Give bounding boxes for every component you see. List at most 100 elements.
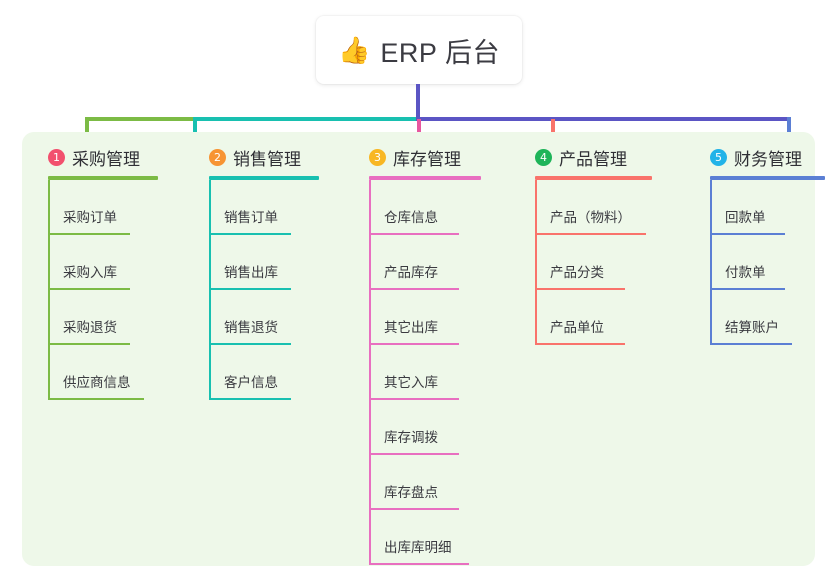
leaf-item[interactable]: 供应商信息 bbox=[35, 345, 201, 400]
leaf-item[interactable]: 产品分类 bbox=[522, 235, 692, 290]
column-5: 5 财务管理回款单付款单结算账户 bbox=[697, 142, 839, 345]
leaf-item[interactable]: 回款单 bbox=[697, 180, 839, 235]
leaf-item-label: 销售出库 bbox=[224, 265, 278, 280]
thumbs-up-icon: 👍 bbox=[338, 35, 371, 65]
column-title-3: 库存管理 bbox=[393, 149, 461, 169]
column-spine-1 bbox=[48, 180, 50, 400]
leaf-item-underline bbox=[209, 398, 291, 400]
column-title-4: 产品管理 bbox=[559, 149, 627, 169]
leaf-item-underline bbox=[369, 233, 459, 235]
leaf-item-underline bbox=[710, 343, 792, 345]
leaf-item-label: 其它入库 bbox=[384, 375, 438, 390]
leaf-item[interactable]: 出库库明细 bbox=[356, 510, 531, 565]
leaf-item-label: 销售订单 bbox=[224, 210, 278, 225]
column-title-2: 销售管理 bbox=[233, 149, 301, 169]
leaf-item-label: 产品库存 bbox=[384, 265, 438, 280]
connector-stem bbox=[416, 84, 420, 117]
column-items-4: 产品（物料） 产品分类产品单位 bbox=[522, 180, 692, 345]
leaf-item-underline bbox=[535, 288, 625, 290]
leaf-item[interactable]: 产品库存 bbox=[356, 235, 531, 290]
column-badge-2: 2 bbox=[209, 148, 226, 166]
leaf-item-label: 库存盘点 bbox=[384, 485, 438, 500]
leaf-item[interactable]: 产品（物料） bbox=[522, 180, 692, 235]
leaf-item[interactable]: 销售退货 bbox=[196, 290, 362, 345]
leaf-item-label: 其它出库 bbox=[384, 320, 438, 335]
column-spine-4 bbox=[535, 180, 537, 345]
leaf-item-label: 采购订单 bbox=[63, 210, 117, 225]
leaf-item[interactable]: 其它入库 bbox=[356, 345, 531, 400]
root-node[interactable]: 👍 ERP 后台 bbox=[316, 16, 522, 84]
leaf-item[interactable]: 库存调拨 bbox=[356, 400, 531, 455]
column-spine-2 bbox=[209, 180, 211, 400]
connector-bar-blue bbox=[416, 117, 791, 121]
column-header-5[interactable]: 5 财务管理 bbox=[697, 142, 839, 172]
connector-bar-teal bbox=[193, 117, 420, 121]
leaf-item[interactable]: 仓库信息 bbox=[356, 180, 531, 235]
leaf-item-underline bbox=[535, 343, 625, 345]
leaf-item-label: 仓库信息 bbox=[384, 210, 438, 225]
column-badge-4: 4 bbox=[535, 148, 552, 166]
leaf-item[interactable]: 结算账户 bbox=[697, 290, 839, 345]
leaf-item-underline bbox=[48, 343, 130, 345]
column-title-5: 财务管理 bbox=[734, 149, 802, 169]
column-3: 3 库存管理仓库信息产品库存其它出库其它入库库存调拨库存盘点出库库明细 bbox=[356, 142, 531, 565]
leaf-item[interactable]: 销售出库 bbox=[196, 235, 362, 290]
root-title: ERP 后台 bbox=[380, 37, 500, 68]
leaf-item[interactable]: 其它出库 bbox=[356, 290, 531, 345]
leaf-item-label: 客户信息 bbox=[224, 375, 278, 390]
leaf-item-label: 产品单位 bbox=[550, 320, 604, 335]
column-header-3[interactable]: 3 库存管理 bbox=[356, 142, 531, 172]
leaf-item[interactable]: 采购退货 bbox=[35, 290, 201, 345]
leaf-item[interactable]: 采购入库 bbox=[35, 235, 201, 290]
column-header-4[interactable]: 4 产品管理 bbox=[522, 142, 692, 172]
column-header-2[interactable]: 2 销售管理 bbox=[196, 142, 362, 172]
leaf-item[interactable]: 采购订单 bbox=[35, 180, 201, 235]
column-underline-1 bbox=[48, 176, 158, 180]
leaf-item-label: 产品（物料） bbox=[550, 210, 631, 225]
column-items-5: 回款单付款单结算账户 bbox=[697, 180, 839, 345]
column-underline-5 bbox=[710, 176, 825, 180]
leaf-item-underline bbox=[209, 288, 291, 290]
column-underline-2 bbox=[209, 176, 319, 180]
leaf-item-underline bbox=[369, 563, 469, 565]
leaf-item-underline bbox=[710, 288, 785, 290]
column-spine-5 bbox=[710, 180, 712, 345]
leaf-item[interactable]: 产品单位 bbox=[522, 290, 692, 345]
column-badge-5: 5 bbox=[710, 148, 727, 166]
leaf-item-underline bbox=[535, 233, 646, 235]
leaf-item-underline bbox=[369, 508, 459, 510]
leaf-item-underline bbox=[48, 288, 130, 290]
column-1: 1 采购管理采购订单采购入库采购退货供应商信息 bbox=[35, 142, 201, 400]
leaf-item-underline bbox=[209, 233, 291, 235]
leaf-item-underline bbox=[48, 398, 144, 400]
column-items-2: 销售订单销售出库销售退货客户信息 bbox=[196, 180, 362, 400]
column-badge-1: 1 bbox=[48, 148, 65, 166]
column-badge-3: 3 bbox=[369, 148, 386, 166]
column-underline-3 bbox=[369, 176, 481, 180]
leaf-item-underline bbox=[369, 343, 459, 345]
leaf-item-label: 付款单 bbox=[725, 265, 766, 280]
diagram-board bbox=[22, 132, 815, 566]
leaf-item-underline bbox=[369, 398, 459, 400]
column-title-1: 采购管理 bbox=[72, 149, 140, 169]
leaf-item-underline bbox=[710, 233, 785, 235]
leaf-item-label: 库存调拨 bbox=[384, 430, 438, 445]
column-items-1: 采购订单采购入库采购退货供应商信息 bbox=[35, 180, 201, 400]
leaf-item-label: 采购入库 bbox=[63, 265, 117, 280]
leaf-item-label: 出库库明细 bbox=[384, 540, 452, 555]
column-header-1[interactable]: 1 采购管理 bbox=[35, 142, 201, 172]
leaf-item-underline bbox=[48, 233, 130, 235]
leaf-item-label: 结算账户 bbox=[725, 320, 779, 335]
leaf-item[interactable]: 付款单 bbox=[697, 235, 839, 290]
leaf-item[interactable]: 客户信息 bbox=[196, 345, 362, 400]
column-2: 2 销售管理销售订单销售出库销售退货客户信息 bbox=[196, 142, 362, 400]
leaf-item-label: 回款单 bbox=[725, 210, 766, 225]
connector-bar-green bbox=[85, 117, 195, 121]
column-spine-3 bbox=[369, 180, 371, 565]
leaf-item[interactable]: 销售订单 bbox=[196, 180, 362, 235]
leaf-item-underline bbox=[369, 288, 459, 290]
leaf-item-label: 产品分类 bbox=[550, 265, 604, 280]
leaf-item-label: 销售退货 bbox=[224, 320, 278, 335]
column-underline-4 bbox=[535, 176, 652, 180]
leaf-item[interactable]: 库存盘点 bbox=[356, 455, 531, 510]
